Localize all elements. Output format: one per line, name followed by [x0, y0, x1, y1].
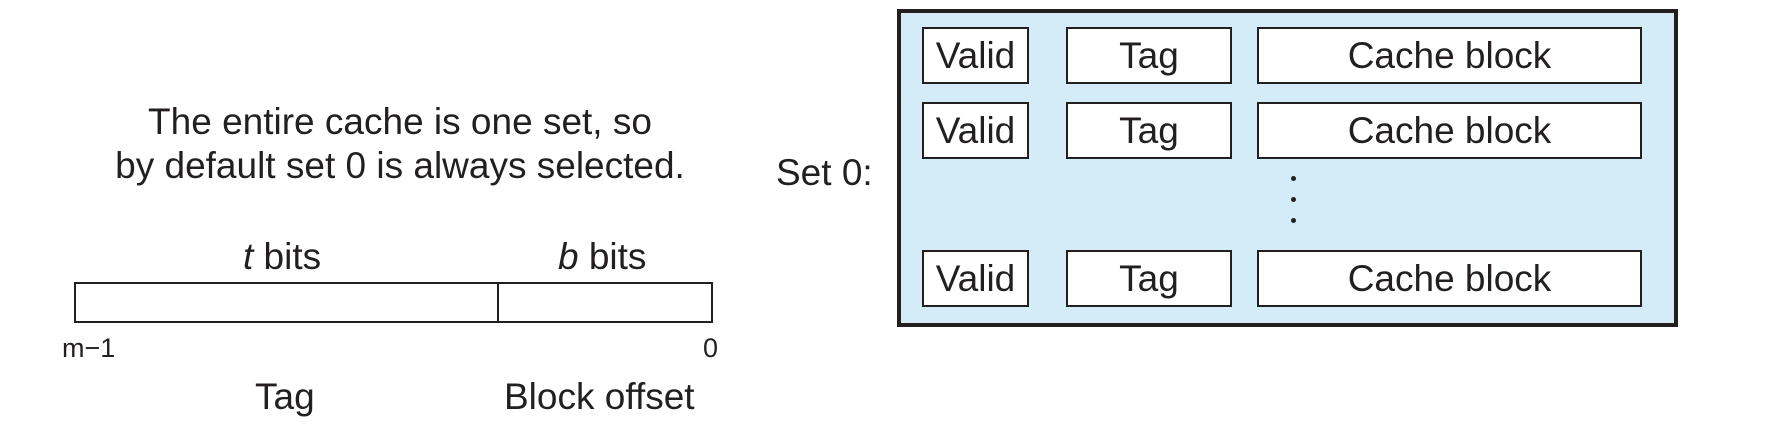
tag-cell: Tag	[1066, 27, 1232, 84]
offset-bits-var: b	[558, 236, 579, 277]
note-line-2: by default set 0 is always selected.	[115, 145, 685, 186]
block-offset-field-name: Block offset	[504, 376, 695, 417]
tag-cell: Tag	[1066, 250, 1232, 307]
set-selection-note: The entire cache is one set, so by defau…	[60, 100, 740, 188]
low-bit-index: 0	[703, 333, 719, 363]
offset-bits-suffix: bits	[578, 236, 647, 277]
valid-bit-cell: Valid	[922, 102, 1029, 159]
tag-cell: Tag	[1066, 102, 1232, 159]
offset-bits-label: b bits	[558, 236, 646, 278]
high-bit-index: m−1	[62, 333, 116, 363]
tag-field-name: Tag	[255, 376, 315, 417]
cache-block-cell: Cache block	[1257, 250, 1642, 307]
valid-bit-cell: Valid	[922, 250, 1029, 307]
tag-bits-var: t	[243, 236, 254, 277]
address-field-divider	[497, 282, 499, 323]
tag-bits-suffix: bits	[253, 236, 322, 277]
note-line-1: The entire cache is one set, so	[148, 101, 652, 142]
set-label: Set 0:	[776, 152, 873, 193]
valid-bit-cell: Valid	[922, 27, 1029, 84]
tag-bits-label: t bits	[243, 236, 321, 278]
cache-block-cell: Cache block	[1257, 102, 1642, 159]
address-bar	[74, 282, 713, 323]
vertical-ellipsis-icon	[1288, 170, 1300, 230]
cache-block-cell: Cache block	[1257, 27, 1642, 84]
